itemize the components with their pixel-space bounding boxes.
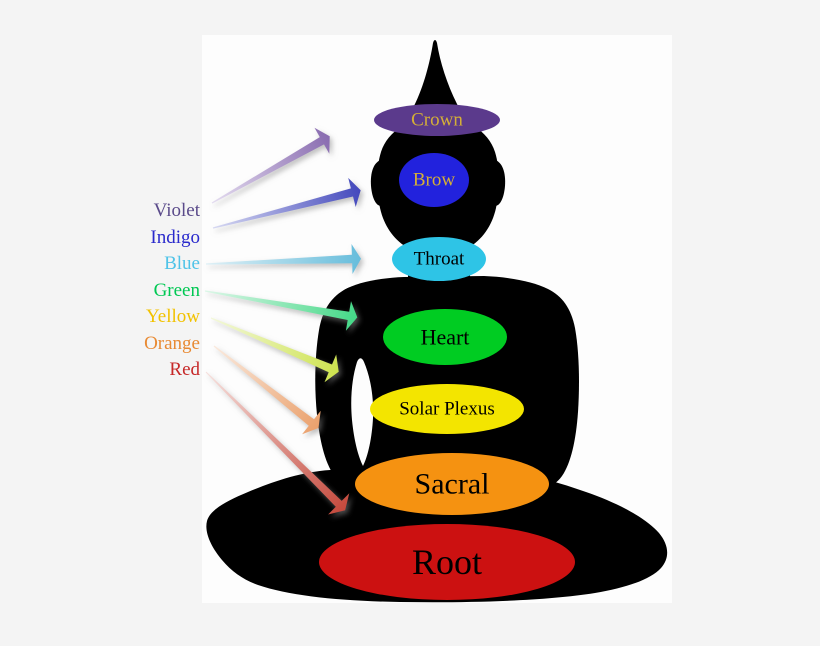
legend-item-orange: Orange [144,332,200,354]
chakra-label: Crown [411,110,463,131]
chakra-ellipse [370,384,524,434]
pointer-arrows [204,126,382,525]
arrow-yellow [210,317,358,383]
chakra-ellipse [383,309,507,365]
arrow-violet [211,126,348,204]
chakra-ellipse [355,453,549,515]
chakra-solar-plexus[interactable]: Solar Plexus [370,384,524,434]
figure-right-ear [495,160,506,206]
arrow-orange [213,345,335,441]
chakra-ellipse [319,524,575,600]
figure-ushnisha [409,40,463,120]
chakra-crown[interactable]: Crown [374,104,500,136]
chakra-root[interactable]: Root [319,524,575,600]
chakra-label: Brow [413,170,456,191]
legend-item-red: Red [169,359,200,380]
legend-item-indigo: Indigo [150,226,200,248]
chakra-label: Heart [421,325,470,350]
chakra-ellipse [399,153,469,207]
arrow-red [205,371,360,525]
figure-left-ear [370,160,381,206]
chakra-label: Throat [414,249,465,270]
chakra-label: Sacral [415,468,490,501]
legend-item-blue: Blue [164,253,200,274]
arrow-indigo [212,177,381,229]
arm-torso-gap [351,358,374,466]
color-legend: Violet Indigo Blue Green Yellow Orange R… [80,198,200,384]
legend-item-violet: Violet [153,200,200,221]
chakra-ellipse [392,237,486,281]
legend-item-green: Green [153,279,200,301]
chakra-ellipse [374,104,500,136]
legend-item-yellow: Yellow [145,306,200,327]
chakra-label: Solar Plexus [399,399,495,420]
chakra-heart[interactable]: Heart [383,309,507,365]
chakra-sacral[interactable]: Sacral [355,453,549,515]
arrow-green [204,290,378,331]
chakra-brow[interactable]: Brow [399,153,469,207]
chakra-label: Root [412,542,482,582]
arrow-blue [206,244,382,274]
chakra-throat[interactable]: Throat [392,237,486,281]
